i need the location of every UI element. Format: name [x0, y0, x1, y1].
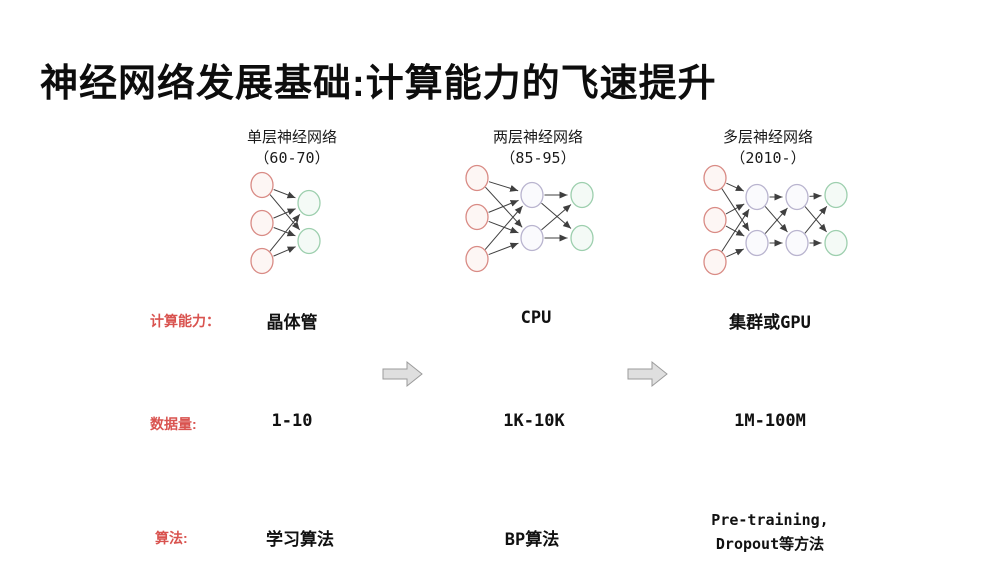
- network-edge: [764, 207, 788, 234]
- network-name: 两层神经网络: [492, 129, 583, 146]
- algorithm-value-3-line2: Dropout等方法: [715, 535, 825, 553]
- network-edge: [804, 205, 828, 234]
- network-node-output: [824, 229, 848, 257]
- network-node-output: [570, 224, 594, 252]
- network-edge: [725, 225, 745, 237]
- network-node-input: [250, 247, 274, 275]
- network-edge: [541, 204, 572, 231]
- network-name: 多层神经网络: [722, 129, 813, 146]
- row-label-data: 数据量:: [150, 416, 197, 432]
- data-value-3: 1M-100M: [734, 411, 806, 431]
- compute-value-1: 晶体管: [266, 313, 318, 333]
- compute-value-2: CPU: [520, 308, 552, 328]
- row-label-compute: 计算能力：: [150, 313, 220, 329]
- network-edge: [488, 220, 519, 234]
- network-node-input: [465, 245, 489, 273]
- network-period: （60-70）: [254, 149, 330, 167]
- column-header-two-layer: 两层神经网络 （85-95）: [408, 128, 668, 168]
- network-period: （85-95）: [500, 149, 576, 167]
- network-diagram-two-layer: [465, 164, 594, 273]
- network-edge: [725, 203, 745, 215]
- network-diagram-single-layer: [250, 171, 321, 275]
- network-node-hidden: [785, 183, 809, 211]
- compute-value-3: 集群或GPU: [729, 313, 811, 333]
- flow-arrow-icon: [382, 360, 423, 388]
- network-edge: [541, 202, 572, 229]
- network-edge: [721, 188, 750, 232]
- algorithm-value-2: BP算法: [504, 530, 560, 550]
- network-node-hidden: [520, 224, 544, 252]
- network-node-input: [250, 171, 274, 199]
- flow-arrow-icon: [627, 360, 668, 388]
- network-node-hidden: [520, 181, 544, 209]
- network-edge: [764, 206, 788, 233]
- column-header-single-layer: 单层神经网络 （60-70）: [162, 128, 422, 168]
- network-edge: [485, 186, 523, 228]
- network-edge: [488, 199, 519, 213]
- row-label-algorithm: 算法:: [155, 530, 188, 546]
- network-edge: [488, 181, 519, 192]
- column-header-multi-layer: 多层神经网络 （2010-）: [638, 128, 898, 168]
- network-node-input: [465, 164, 489, 192]
- data-value-2: 1K-10K: [503, 411, 565, 431]
- network-node-hidden: [785, 229, 809, 257]
- network-edge: [273, 208, 296, 219]
- network-node-input: [703, 164, 727, 192]
- network-edge: [484, 205, 523, 250]
- network-node-input: [250, 209, 274, 237]
- network-node-input: [703, 206, 727, 234]
- network-edge: [721, 208, 750, 252]
- network-edge: [273, 227, 296, 237]
- network-node-output: [297, 227, 321, 255]
- network-node-hidden: [745, 183, 769, 211]
- network-edge: [269, 194, 301, 231]
- network-node-hidden: [745, 229, 769, 257]
- network-period: （2010-）: [730, 149, 806, 167]
- network-edge: [804, 206, 828, 233]
- network-edge: [726, 248, 744, 258]
- network-edge: [273, 189, 296, 199]
- network-edge: [809, 192, 822, 200]
- network-edge: [269, 213, 301, 252]
- network-node-input: [465, 203, 489, 231]
- algorithm-value-1: 学习算法: [266, 530, 334, 550]
- network-node-output: [570, 181, 594, 209]
- data-value-1: 1-10: [271, 411, 313, 431]
- network-edge: [488, 242, 519, 256]
- network-diagram-multi-layer: [703, 164, 848, 276]
- network-node-output: [824, 181, 848, 209]
- network-edge: [273, 246, 296, 257]
- network-node-output: [297, 189, 321, 217]
- algorithm-value-3-line1: Pre-training,: [711, 511, 829, 529]
- network-edge: [726, 182, 744, 192]
- network-node-input: [703, 248, 727, 276]
- slide-title: 神经网络发展基础:计算能力的飞速提升: [40, 63, 717, 105]
- network-name: 单层神经网络: [246, 129, 337, 146]
